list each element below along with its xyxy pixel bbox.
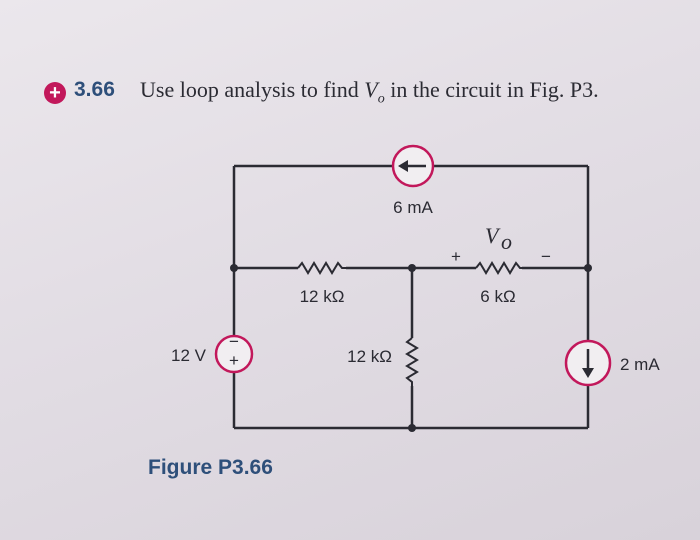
vo-minus: − [541, 247, 551, 266]
problem-statement: Use loop analysis to find Vo in the circ… [140, 77, 599, 107]
problem-text-after: in the circuit in Fig. P3. [384, 77, 599, 102]
vo-plus: + [451, 247, 461, 266]
label-12k-middle: 12 kΩ [347, 347, 392, 366]
problem-variable: V [364, 77, 378, 102]
figure-caption: Figure P3.66 [148, 456, 273, 479]
label-12v: 12 V [171, 346, 207, 365]
label-12k-left: 12 kΩ [300, 287, 345, 306]
voltage-source-minus: − [229, 332, 239, 351]
resistor-6k [475, 261, 522, 275]
current-source-6ma [391, 144, 435, 188]
problem-variable-sub: o [377, 91, 385, 107]
voltage-source-12v [214, 334, 254, 374]
label-6ma: 6 mA [393, 198, 433, 217]
current-source-2ma [564, 339, 612, 387]
resistor-12k-left [297, 261, 346, 275]
problem-text-before: Use loop analysis to find [140, 77, 365, 102]
label-2ma: 2 mA [620, 355, 660, 374]
vo-label-sub: o [501, 229, 512, 254]
voltage-source-plus: + [229, 351, 239, 370]
resistor-12k-middle [405, 337, 419, 386]
problem-number: 3.66 [74, 78, 115, 101]
label-6k: 6 kΩ [480, 287, 515, 306]
vo-label: V [485, 223, 501, 248]
plus-icon: + [44, 82, 66, 104]
circuit-nodes [230, 264, 592, 432]
